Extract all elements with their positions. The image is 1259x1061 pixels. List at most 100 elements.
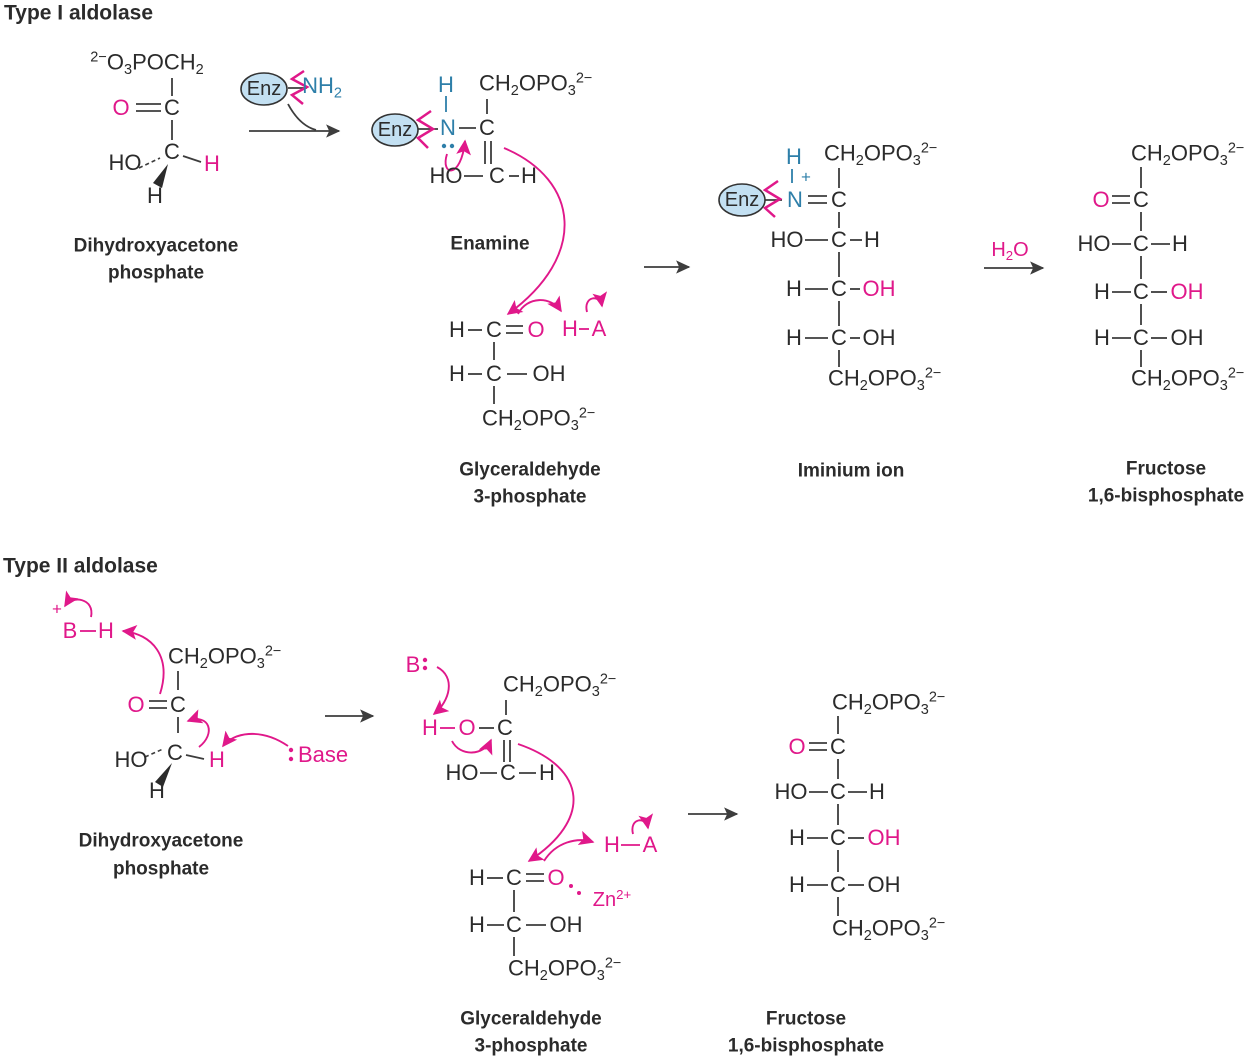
dhap1-carbonyl-C: C: [164, 95, 180, 120]
dhap2-carbonyl-O: O: [127, 692, 145, 717]
iminium-C1: C: [831, 187, 847, 212]
iminium-N: N: [787, 187, 803, 212]
arrow-enamine-attacks-aldehyde: [503, 147, 566, 315]
h2o-label: H2O: [991, 238, 1029, 263]
dhap1-label-line2: phosphate: [107, 262, 205, 284]
enol-H1: H: [422, 715, 438, 740]
enol-HO: HO: [445, 760, 479, 785]
fru1-label-line1: Fructose: [1125, 458, 1207, 480]
fru1-H2: H: [1094, 279, 1110, 304]
g3p2-OH: OH: [549, 912, 583, 937]
bh-plus-charge: +: [52, 599, 62, 619]
iminium-H2: H: [864, 227, 880, 252]
g3p1-carbonyl-O: O: [527, 317, 545, 342]
g3p1-OH: OH: [532, 361, 566, 386]
g3p2-label-line2: 3-phosphate: [474, 1035, 588, 1057]
dhap2-H-right: H: [209, 747, 225, 772]
fru2-H3: H: [789, 872, 805, 897]
iminium-phosphate-top: CH2OPO32−: [824, 140, 938, 169]
bh-H: H: [98, 618, 114, 643]
dhap1-carbonyl-O: O: [112, 95, 130, 120]
fru2-OH-black: OH: [867, 872, 901, 897]
iminium-plus-charge: +: [801, 167, 811, 187]
fru2-phosphate-top: CH2OPO32−: [832, 689, 946, 718]
arrow-CH-to-CC-bond: [186, 709, 210, 748]
fru1-C3: C: [1133, 279, 1149, 304]
g3p1-label-line1: Glyceraldehyde: [459, 459, 601, 481]
arrow-HA-curl: [585, 291, 608, 313]
dhap1-label-line1: Dihydroxyacetone: [73, 235, 239, 257]
fru1-H1: H: [1172, 231, 1188, 256]
iminium-C4: C: [831, 325, 847, 350]
g3p1-H2: H: [449, 361, 465, 386]
heading-type2: Type II aldolase: [3, 554, 158, 578]
fru2-label-line1: Fructose: [765, 1008, 847, 1030]
fru1-carbonyl-O: O: [1092, 187, 1110, 212]
ha2-A: A: [642, 832, 658, 857]
fru2-OH-magenta: OH: [867, 825, 901, 850]
ha2-H: H: [604, 832, 620, 857]
bh-B: B: [62, 618, 78, 643]
base-label: Base: [298, 742, 349, 767]
g3p2-phosphate-group: CH2OPO32−: [508, 955, 622, 984]
arrow-HA2-curl: [631, 813, 654, 835]
iminium-enz-label: Enz: [724, 189, 760, 211]
arrow-B-takes-OH-proton: [432, 666, 450, 715]
fru2-C1: C: [830, 734, 846, 759]
fru1-phosphate-top: CH2OPO32−: [1131, 140, 1245, 169]
iminium-OH-black: OH: [862, 325, 896, 350]
enz-reagent-label: Enz: [246, 78, 282, 100]
dhap2-bonds: [144, 671, 294, 787]
fru1-phosphate-bottom: CH2OPO32−: [1131, 365, 1245, 394]
enol-H2: H: [539, 760, 555, 785]
fru2-carbonyl-O: O: [788, 734, 806, 759]
enzyme-ellipse: [240, 72, 288, 106]
enamine-enz-label: Enz: [377, 119, 413, 141]
enol-bonds: [422, 657, 654, 862]
dhap1-H-right: H: [204, 151, 220, 176]
fru1-HO: HO: [1077, 231, 1111, 256]
fructose1-bonds: [1112, 167, 1170, 367]
iminium-bonds: [718, 168, 862, 367]
g3p2-H2: H: [469, 912, 485, 937]
enz-nh2-reagent: [240, 69, 341, 138]
fru2-H1: H: [869, 779, 885, 804]
enamine-H2: H: [521, 163, 537, 188]
g3p2-C1: C: [506, 865, 522, 890]
dhap2-carbonyl-C: C: [170, 692, 186, 717]
iminium-HO: HO: [770, 227, 804, 252]
enol-C2: C: [500, 760, 516, 785]
arrow-carbonyl-O-to-HA: [517, 295, 562, 315]
g3p2-H1: H: [469, 865, 485, 890]
iminium-H3: H: [786, 276, 802, 301]
dhap1-H-bottom: H: [147, 183, 163, 208]
dhap2-phosphate-group: CH2OPO32−: [168, 643, 282, 672]
protein-squiggle-icon: [762, 179, 783, 218]
fru1-C2: C: [1133, 231, 1149, 256]
enol-phosphate-group: CH2OPO32−: [503, 671, 617, 700]
base-lone-pair: [288, 747, 294, 753]
nitrogen-lone-pair: [449, 143, 455, 149]
enzyme-ellipse: [718, 183, 766, 217]
iminium-OH-magenta: OH: [862, 276, 896, 301]
dhap2-label-line1: Dihydroxyacetone: [78, 830, 244, 852]
dhap2-C2: C: [167, 740, 183, 765]
enol-B: B: [405, 652, 421, 677]
g3p2-label-line1: Glyceraldehyde: [460, 1008, 602, 1030]
arrow-base-removes-H: [222, 730, 289, 748]
g3p2-bonds: [487, 873, 581, 956]
dhap1-HO: HO: [108, 150, 142, 175]
g3p2-carbonyl-O: O: [547, 865, 565, 890]
iminium-H4: H: [786, 325, 802, 350]
arrow-lonepair-to-NC-bond: [444, 139, 471, 172]
g3p1-H1: H: [449, 317, 465, 342]
zn-ion-label: Zn2+: [592, 886, 632, 912]
fru2-H2: H: [789, 825, 805, 850]
g3p1-C1: C: [486, 317, 502, 342]
dhap2-HO: HO: [114, 747, 148, 772]
enamine-C1: C: [479, 115, 495, 140]
heading-type1: Type I aldolase: [4, 1, 153, 25]
arrow-O-to-OC-bond: [451, 738, 493, 756]
